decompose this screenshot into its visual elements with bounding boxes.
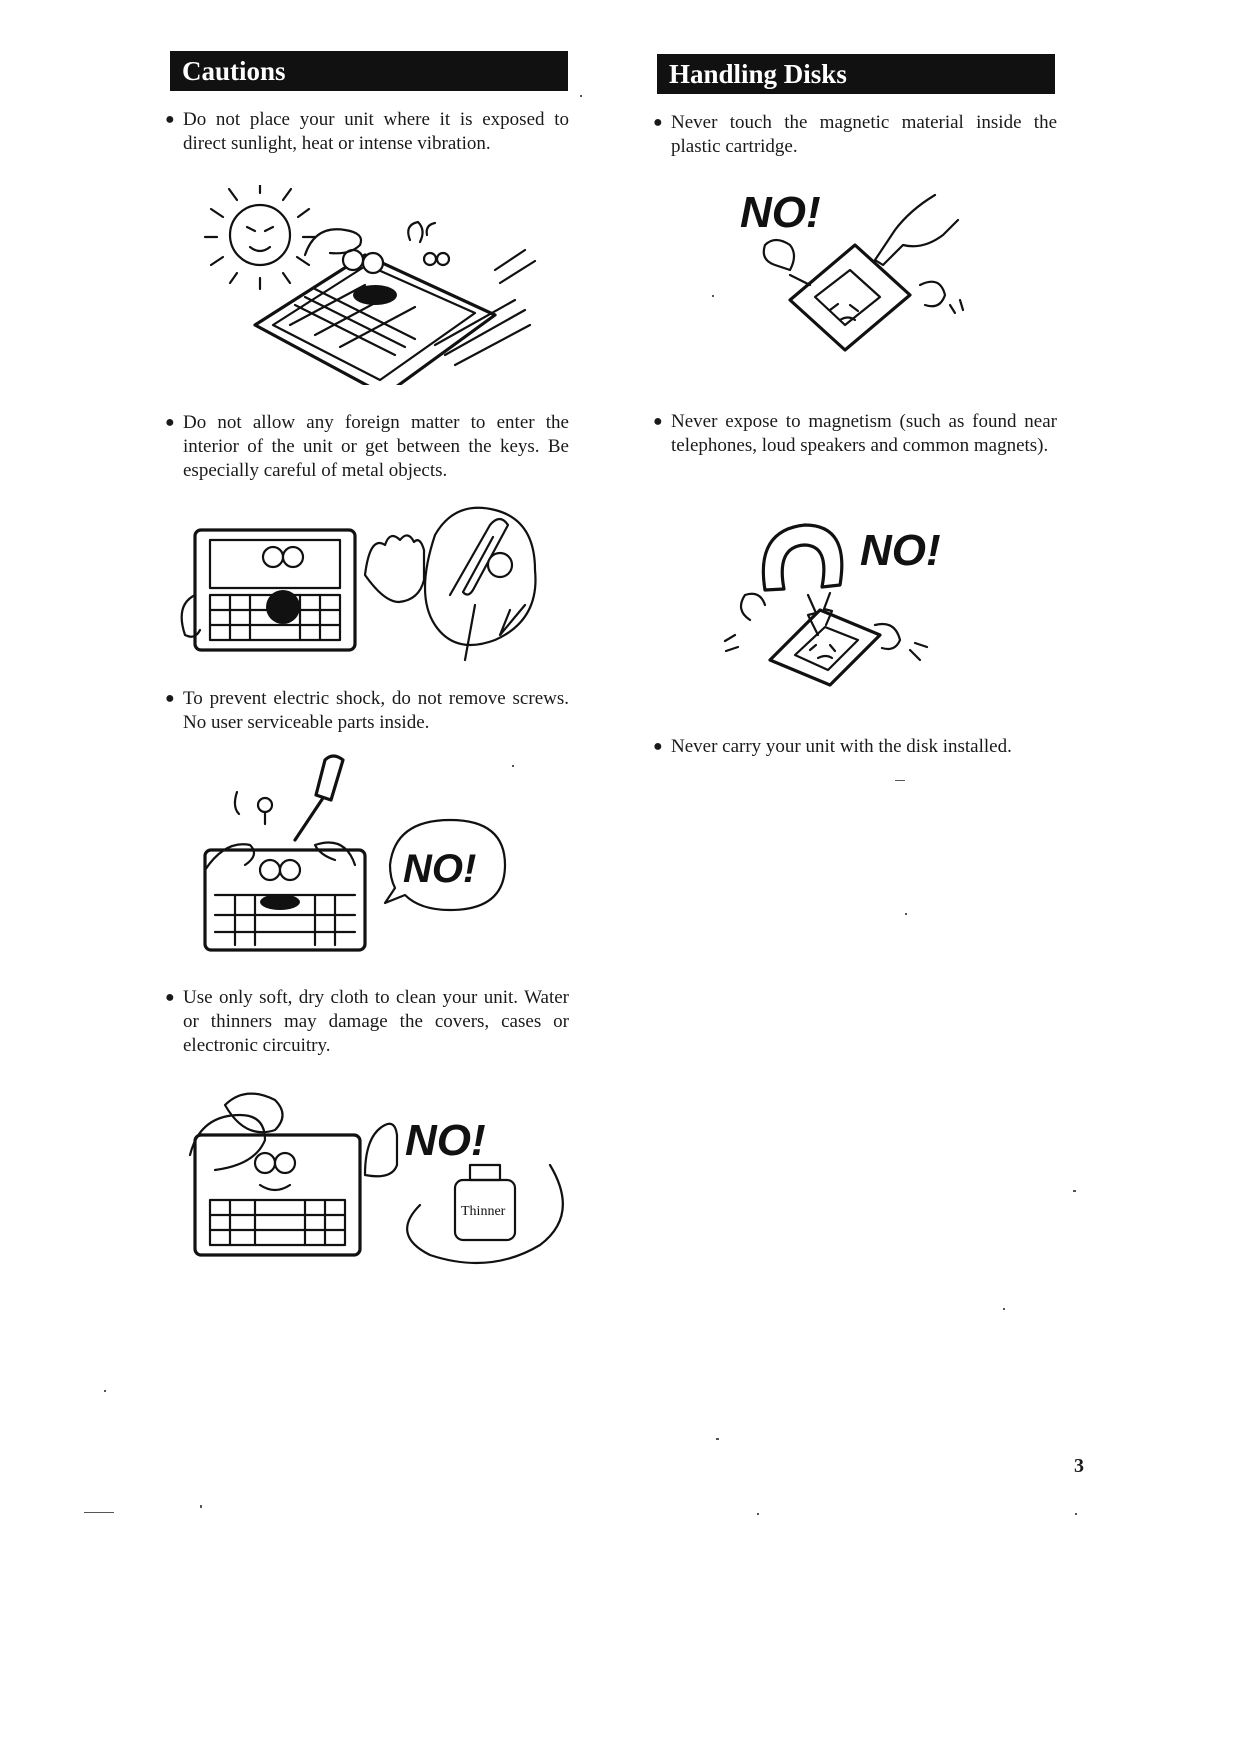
disk-text: Never expose to magnetism (such as found… [671,411,1057,456]
bullet-icon: ● [165,414,175,431]
caution-text: To prevent electric shock, do not remove… [183,688,569,733]
caution-item-foreign-matter: ● Do not allow any foreign matter to ent… [165,411,569,483]
bullet-icon: ● [653,413,663,430]
no-text: NO! [740,188,821,237]
scan-speck [512,765,514,767]
scan-speck [895,780,905,781]
scan-speck [1073,1190,1076,1192]
disk-item-magnetism: ● Never expose to magnetism (such as fou… [653,410,1057,458]
scan-speck [84,1512,114,1513]
caution-text: Do not place your unit where it is expos… [183,109,569,154]
disk-item-carry: ● Never carry your unit with the disk in… [653,735,1057,759]
caution-item-electric-shock: ● To prevent electric shock, do not remo… [165,687,569,735]
caution-text: Do not allow any foreign matter to enter… [183,412,569,481]
scan-speck [716,1438,719,1440]
scan-speck [200,1505,202,1508]
thinner-label: Thinner [461,1204,506,1219]
foreign-objects-illustration [180,506,537,662]
no-text: NO! [860,526,941,575]
sun-heat-illustration [203,185,537,385]
caution-item-cleaning: ● Use only soft, dry cloth to clean your… [165,986,569,1058]
scan-speck [1075,1513,1077,1515]
caution-item-sunlight: ● Do not place your unit where it is exp… [165,108,569,156]
magnet-illustration: NO! [723,523,941,687]
scan-speck [104,1390,106,1392]
handling-disks-heading: Handling Disks [657,54,1055,94]
no-text: NO! [405,1116,486,1165]
bullet-icon: ● [165,989,175,1006]
bullet-icon: ● [653,738,663,755]
scan-speck [757,1513,759,1515]
screwdriver-illustration: NO! [203,754,507,952]
caution-text: Use only soft, dry cloth to clean your u… [183,987,569,1056]
scan-speck [712,295,714,297]
cleaning-illustration: NO! Thinner [188,1092,564,1265]
bullet-icon: ● [165,111,175,128]
page-number: 3 [1074,1455,1084,1477]
disk-touch-illustration: NO! [740,188,965,352]
scan-speck [1003,1308,1005,1310]
bullet-icon: ● [653,114,663,131]
disk-text: Never carry your unit with the disk inst… [671,736,1012,757]
cautions-heading: Cautions [170,51,568,91]
disk-text: Never touch the magnetic material inside… [671,112,1057,157]
disk-item-magnetic-material: ● Never touch the magnetic material insi… [653,111,1057,159]
bullet-icon: ● [165,690,175,707]
no-text: NO! [403,847,476,891]
scan-speck [905,913,907,915]
scan-speck [580,95,582,97]
